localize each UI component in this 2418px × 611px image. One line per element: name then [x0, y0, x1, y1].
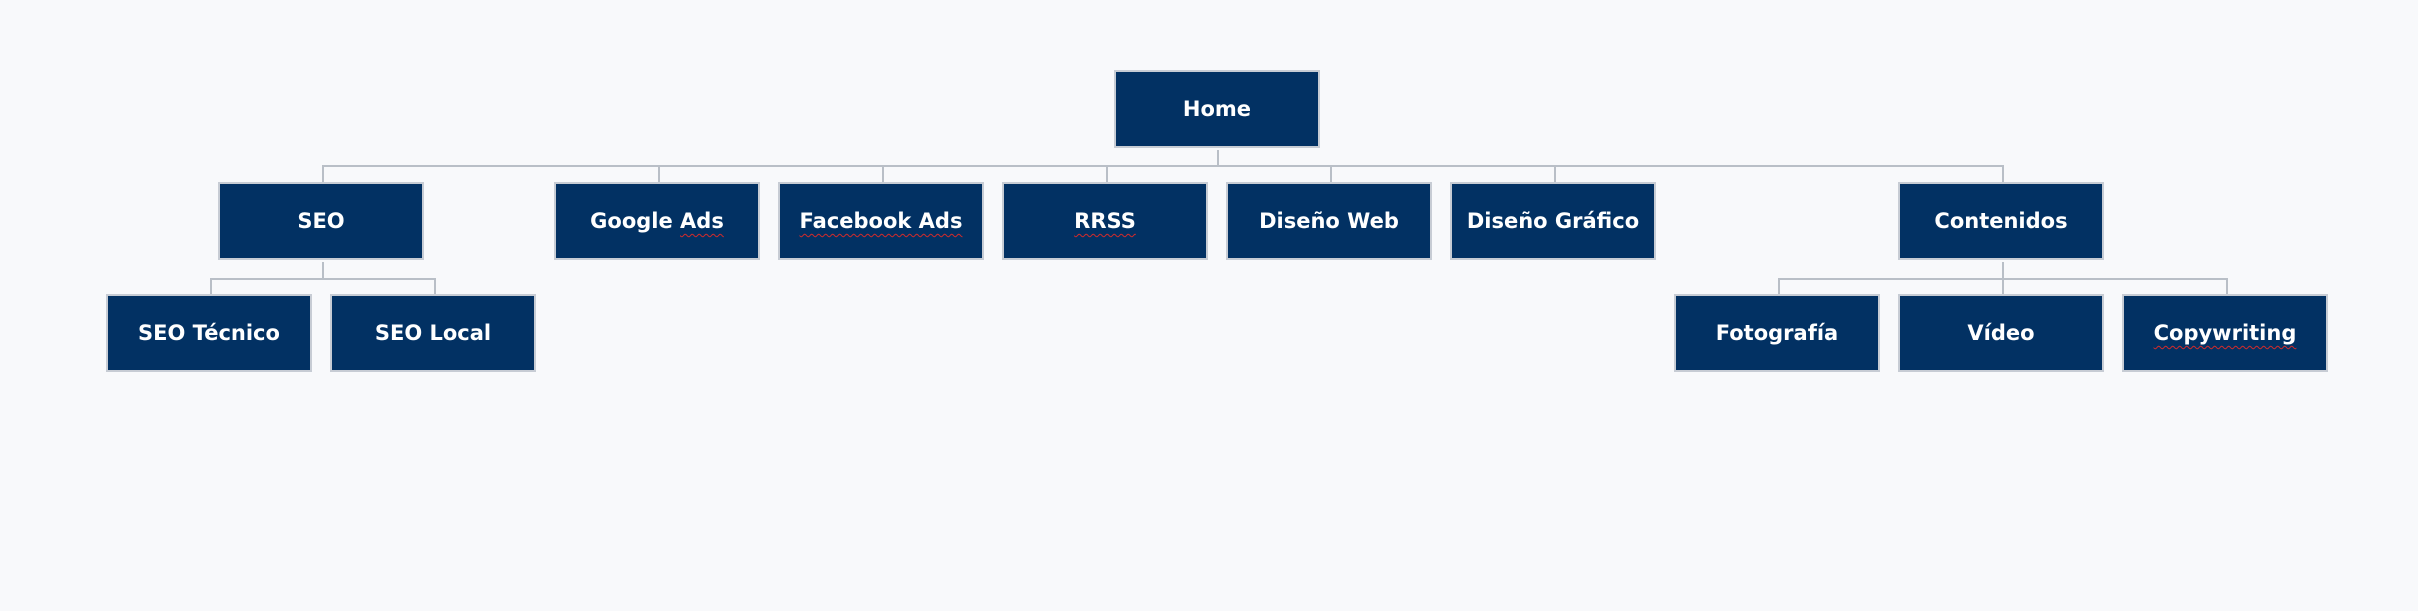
- node-fotografia[interactable]: Fotografía: [1674, 294, 1880, 372]
- connector-seo-bus: [210, 278, 436, 280]
- connector-to-diseno-web: [1330, 165, 1332, 182]
- connector-contenidos-down: [2002, 262, 2004, 279]
- connector-level1-bus: [322, 165, 2004, 167]
- connector-to-facebook-ads: [882, 165, 884, 182]
- node-home-label: Home: [1182, 97, 1252, 121]
- node-seo-tecnico[interactable]: SEO Técnico: [106, 294, 312, 372]
- node-home[interactable]: Home: [1114, 70, 1320, 148]
- connector-to-fotografia: [1778, 278, 1780, 294]
- node-diseno-web-label: Diseño Web: [1259, 209, 1399, 233]
- node-contenidos[interactable]: Contenidos: [1898, 182, 2104, 260]
- connector-seo-down: [322, 262, 324, 279]
- ads-word-spellcheck: Ads: [680, 209, 724, 233]
- node-seo-label: SEO: [297, 209, 345, 233]
- connector-to-video: [2002, 278, 2004, 294]
- node-seo-local[interactable]: SEO Local: [330, 294, 536, 372]
- node-fotografia-label: Fotografía: [1715, 321, 1839, 345]
- connector-to-google-ads: [658, 165, 660, 182]
- connector-to-seo-tecnico: [210, 278, 212, 294]
- connector-home-down: [1217, 150, 1219, 167]
- google-word: Google: [590, 209, 673, 233]
- node-seo[interactable]: SEO: [218, 182, 424, 260]
- node-seo-tecnico-label: SEO Técnico: [138, 321, 280, 345]
- connector-to-copywriting: [2226, 278, 2228, 294]
- node-google-ads[interactable]: Google Ads: [554, 182, 760, 260]
- node-seo-local-label: SEO Local: [374, 321, 492, 345]
- node-rrss[interactable]: RRSS: [1002, 182, 1208, 260]
- connector-to-seo-local: [434, 278, 436, 294]
- node-rrss-label: RRSS: [1074, 209, 1136, 233]
- node-diseno-web[interactable]: Diseño Web: [1226, 182, 1432, 260]
- node-diseno-grafico[interactable]: Diseño Gráfico: [1450, 182, 1656, 260]
- node-google-ads-label: Google Ads: [590, 209, 724, 233]
- node-copywriting[interactable]: Copywriting: [2122, 294, 2328, 372]
- connector-to-seo: [322, 165, 324, 182]
- connector-to-diseno-grafico: [1554, 165, 1556, 182]
- node-copywriting-label: Copywriting: [2153, 321, 2297, 345]
- connector-to-rrss: [1106, 165, 1108, 182]
- node-diseno-grafico-label: Diseño Gráfico: [1466, 209, 1640, 233]
- node-video[interactable]: Vídeo: [1898, 294, 2104, 372]
- node-contenidos-label: Contenidos: [1934, 209, 2068, 233]
- connector-to-contenidos: [2002, 165, 2004, 182]
- node-facebook-ads-label: Facebook Ads: [799, 209, 963, 233]
- node-video-label: Vídeo: [1967, 321, 2035, 345]
- node-facebook-ads[interactable]: Facebook Ads: [778, 182, 984, 260]
